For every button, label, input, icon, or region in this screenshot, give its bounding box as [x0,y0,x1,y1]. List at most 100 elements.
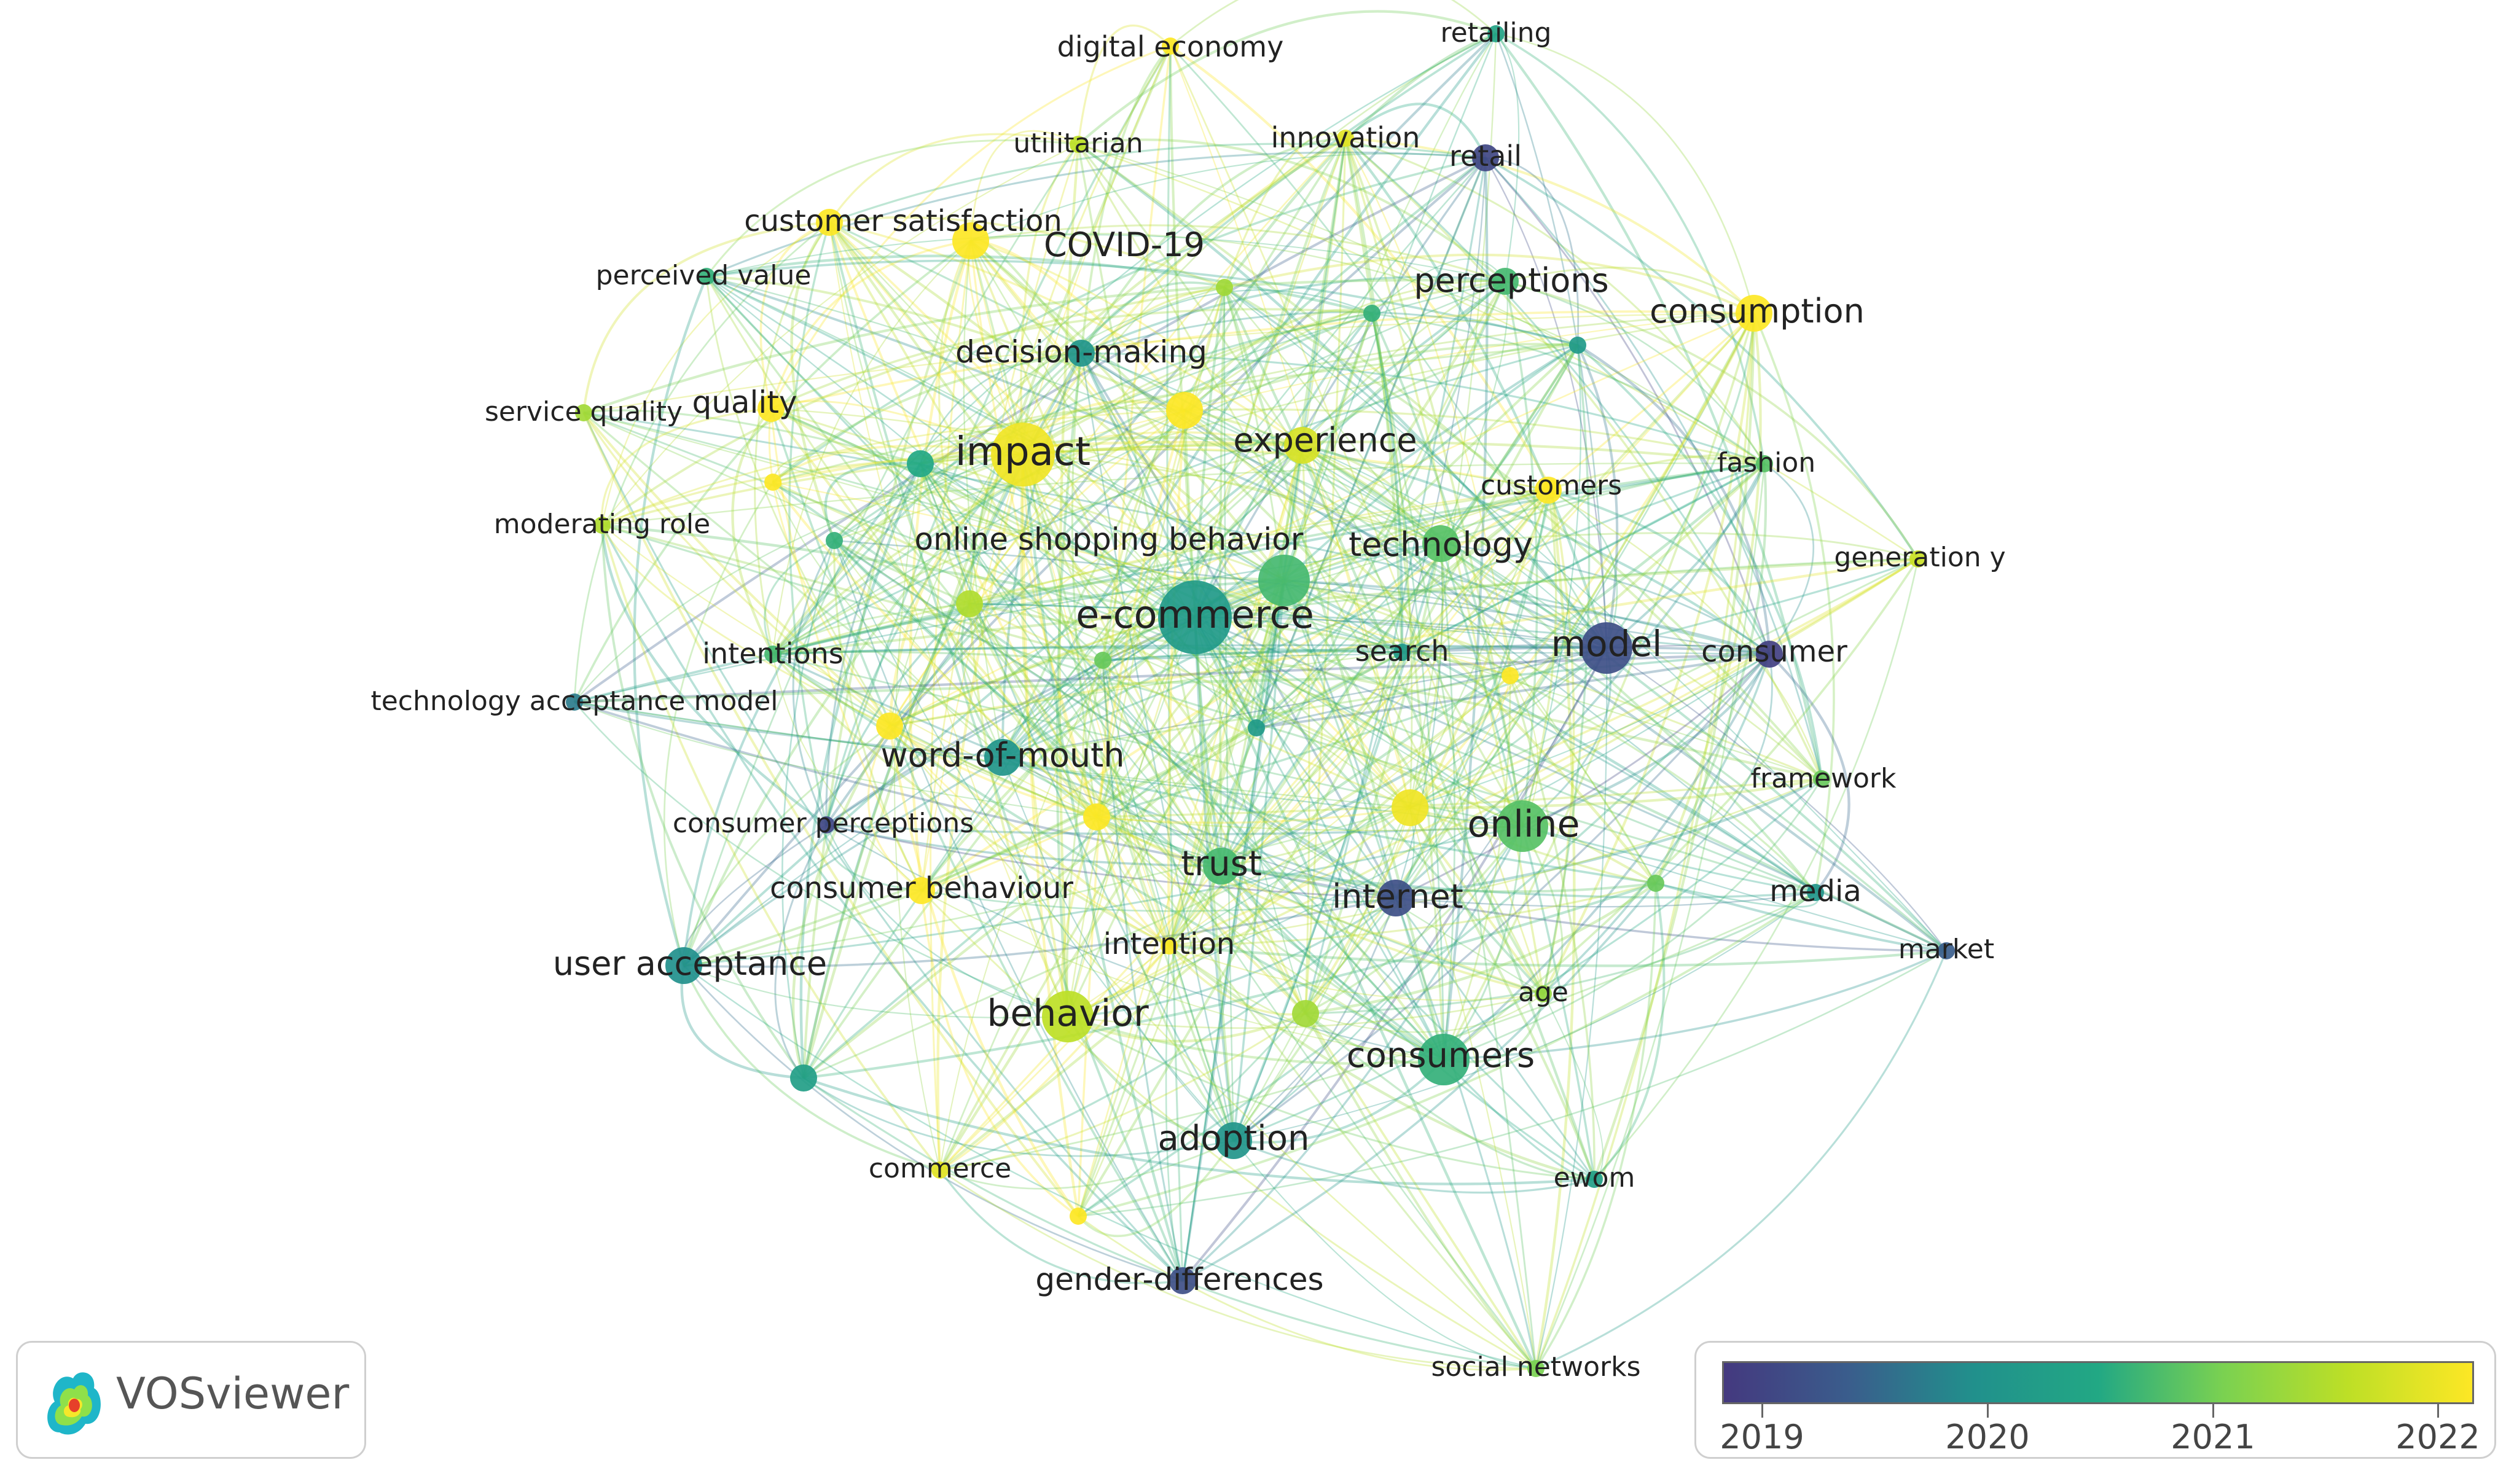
node-unlabeled[interactable] [826,532,843,549]
node-e-commerce[interactable] [1158,580,1232,654]
node-commerce[interactable] [931,1162,949,1179]
node-digital-economy[interactable] [1162,37,1179,55]
node-search[interactable] [1393,644,1411,661]
node-internet[interactable] [1377,880,1414,916]
network-edge [1169,558,1919,947]
node-unlabeled[interactable] [1166,392,1203,429]
network-edge [1096,806,1411,824]
node-online[interactable] [1497,800,1548,852]
node-unlabeled[interactable] [876,713,903,740]
node-consumers[interactable] [1418,1034,1470,1085]
node-social-networks[interactable] [1527,1360,1545,1377]
node-unlabeled[interactable] [790,1064,817,1092]
node-age[interactable] [1535,985,1552,1002]
network-edge [1102,650,1403,662]
node-service-quality[interactable] [575,404,592,421]
network-edge [772,487,1552,655]
node-gender-differences[interactable] [1169,1267,1196,1294]
network-edge [1078,1215,1537,1371]
node-intentions[interactable] [764,646,781,663]
network-edge [920,463,1196,619]
node-unlabeled[interactable] [1083,803,1110,830]
network-edge [1233,1140,1537,1370]
node-media[interactable] [1807,884,1824,901]
node-impact[interactable] [991,423,1055,486]
node-unlabeled[interactable] [1248,719,1265,736]
node-model[interactable] [1581,622,1632,674]
node-perceived-value[interactable] [698,268,715,285]
node-user-acceptance[interactable] [665,947,702,984]
network-edge [969,603,1607,649]
node-fashion[interactable] [1756,455,1773,472]
node-word-of-mouth[interactable] [984,739,1021,776]
node-unlabeled[interactable] [1216,279,1233,296]
node-technology[interactable] [1422,525,1459,562]
node-unlabeled[interactable] [1070,1208,1087,1225]
node-unlabeled[interactable] [907,450,934,477]
node-covid-19[interactable] [952,222,989,259]
node-unlabeled[interactable] [1392,789,1428,826]
node-framework[interactable] [1813,770,1830,787]
network-edge [683,463,922,966]
node-unlabeled[interactable] [1363,305,1380,322]
node-online-shopping-behavior[interactable] [1258,555,1310,606]
node-technology-acceptance-model[interactable] [566,693,583,711]
node-label-trust: trust [1181,844,1262,884]
network-edge [939,280,1506,1171]
network-edge [1302,445,1607,649]
network-edge [1495,33,1766,464]
node-ewom[interactable] [1586,1171,1603,1188]
network-edge [1067,1015,1595,1181]
network-edge [1223,287,1235,1141]
node-retail[interactable] [1472,144,1499,171]
node-utilitarian[interactable] [1070,136,1087,153]
node-adoption[interactable] [1215,1122,1252,1159]
network-edge [1223,287,1596,1180]
node-trust[interactable] [1203,848,1240,885]
network-edge [1233,892,1816,1141]
network-edge [1232,313,1755,1142]
node-consumption[interactable] [1736,295,1772,332]
network-edge [1022,312,1755,456]
node-consumer-behaviour[interactable] [908,877,935,904]
network-edge [1395,778,1822,900]
node-unlabeled[interactable] [764,474,781,491]
node-experience[interactable] [1284,427,1321,464]
network-edge [1022,454,1235,1141]
network-edge [790,221,836,541]
network-edge [1371,313,1524,827]
node-unlabeled[interactable] [956,590,983,617]
node-intention[interactable] [1161,937,1178,955]
node-customer-satisfaction[interactable] [816,209,843,236]
network-edge [969,602,1822,781]
node-consumer-perceptions[interactable] [818,816,835,834]
node-unlabeled[interactable] [1292,1000,1319,1027]
network-edge [920,463,1403,654]
node-quality[interactable] [758,395,785,422]
network-edge [1080,353,1258,728]
network-edge [1535,950,1948,1370]
node-retailing[interactable] [1487,25,1505,42]
network-edge [1344,138,1524,827]
node-behavior[interactable] [1042,991,1094,1042]
node-unlabeled[interactable] [1094,652,1111,669]
node-innovation[interactable] [1337,130,1354,147]
node-consumer[interactable] [1756,641,1783,668]
node-unlabeled[interactable] [1535,477,1562,504]
node-unlabeled[interactable] [1502,667,1519,684]
node-perceptions[interactable] [1492,268,1519,295]
node-unlabeled[interactable] [1569,337,1586,354]
node-market[interactable] [1938,942,1955,959]
network-edge [582,412,1184,1282]
network-edge [919,463,1222,867]
network-edge [1078,143,1919,560]
network-edge [1223,32,1497,289]
node-decision-making[interactable] [1068,340,1095,367]
network-edge [834,540,1097,818]
network-edge [1081,352,1441,544]
network-edge [825,824,1068,1018]
node-moderating-role[interactable] [593,517,611,534]
node-generation-y[interactable] [1909,550,1927,568]
node-unlabeled[interactable] [1647,875,1664,892]
